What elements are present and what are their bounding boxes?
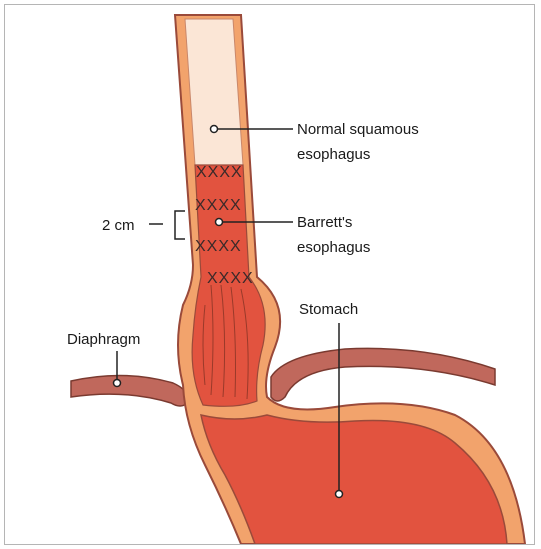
biopsy-marks-row-3: XXXX bbox=[195, 238, 242, 255]
measurement-bracket bbox=[149, 211, 185, 239]
diaphragm-pointer-dot bbox=[114, 380, 121, 387]
barretts-label-line1: Barrett's bbox=[297, 214, 352, 231]
barretts-esophagus-diagram: XXXX XXXX XXXX XXXX Normal squamous esop… bbox=[5, 5, 534, 544]
biopsy-marks-row-1: XXXX bbox=[196, 164, 243, 181]
stomach-label: Stomach bbox=[299, 301, 358, 318]
biopsy-marks-row-4: XXXX bbox=[207, 270, 254, 287]
diaphragm-right bbox=[271, 348, 495, 401]
normal-squamous-label-line2: esophagus bbox=[297, 146, 370, 163]
barretts-label-line2: esophagus bbox=[297, 239, 370, 256]
normal-esophagus-lumen bbox=[185, 19, 243, 165]
stomach-pointer-dot bbox=[336, 491, 343, 498]
barretts-pointer-dot bbox=[216, 219, 223, 226]
diaphragm-left bbox=[71, 375, 188, 406]
diagram-frame: XXXX XXXX XXXX XXXX Normal squamous esop… bbox=[4, 4, 535, 545]
measurement-label: 2 cm bbox=[102, 217, 135, 234]
normal-squamous-label-line1: Normal squamous bbox=[297, 121, 419, 138]
diaphragm-label: Diaphragm bbox=[67, 331, 140, 348]
biopsy-marks-row-2: XXXX bbox=[195, 197, 242, 214]
normal-squamous-pointer-dot bbox=[211, 126, 218, 133]
